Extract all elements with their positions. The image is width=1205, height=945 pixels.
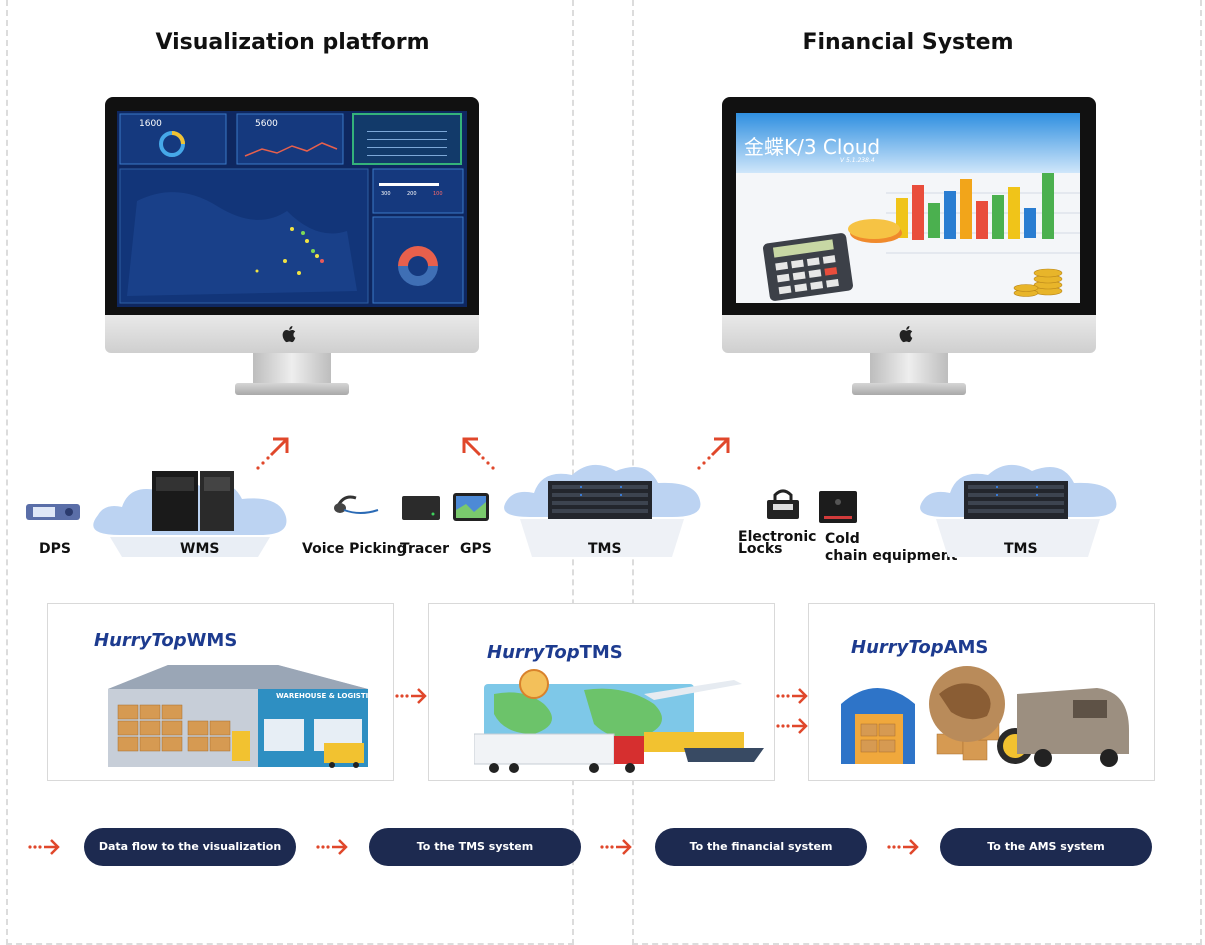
apple-logo-icon xyxy=(899,326,913,343)
arrow-right-icon xyxy=(316,839,348,855)
flow-pill-visualization: Data flow to the visualization platform xyxy=(84,828,296,891)
warehouse-building-sign: WAREHOUSE & LOGISTICS xyxy=(276,692,379,700)
tms-cloud-server-icon xyxy=(504,464,701,557)
tms-brand-logo: HurryTopTMS xyxy=(487,642,623,663)
flow-pill-ams: To the AMS system xyxy=(940,828,1152,866)
product-version: V 5.1.238.4 xyxy=(840,157,875,164)
ams-system-panel: HurryTopAMS xyxy=(808,603,1155,781)
visualization-monitor: 1600 5600 300 200 100 xyxy=(105,97,479,397)
wms-cloud-server-icon xyxy=(93,471,287,557)
arrow-right-icon xyxy=(395,688,427,704)
tracer-label: Tracer xyxy=(400,541,450,557)
tms-label-1: TMS xyxy=(588,541,622,557)
electronic-locks-label: Electronic Locks xyxy=(738,529,817,557)
stat-value-a: 300 xyxy=(381,191,391,197)
flow-pill-financial: To the financial system xyxy=(655,828,867,866)
tms-label-2: TMS xyxy=(1004,541,1038,557)
stat-value-c: 100 xyxy=(433,191,443,197)
arrow-right-icon xyxy=(776,718,808,734)
arrow-right-icon xyxy=(28,839,60,855)
financial-monitor: 金蝶K/3 Cloud V 5.1.238.4 xyxy=(722,97,1096,397)
arrow-right-icon xyxy=(600,839,632,855)
gps-device-icon xyxy=(453,493,489,521)
dps-device-icon xyxy=(26,504,80,520)
tms-system-panel: HurryTopTMS xyxy=(428,603,775,781)
arrow-right-icon xyxy=(887,839,919,855)
kpi-value-2: 5600 xyxy=(255,119,278,129)
stat-value-b: 200 xyxy=(407,191,417,197)
arrow-up-right-icon xyxy=(256,437,289,470)
arrow-up-left-icon xyxy=(462,437,495,470)
visualization-platform-title: Visualization platform xyxy=(155,30,430,55)
wms-label: WMS xyxy=(180,541,220,557)
financial-system-title: Financial System xyxy=(802,30,1014,55)
electronic-lock-icon xyxy=(767,489,799,519)
arrow-right-icon xyxy=(776,688,808,704)
wms-system-panel: HurryTopWMS WAREHOUSE & LOGISTICS xyxy=(47,603,394,781)
dps-label: DPS xyxy=(39,541,71,557)
product-name: 金蝶K/3 Cloud xyxy=(744,135,881,159)
transport-illustration xyxy=(474,669,764,773)
voice-picking-label: Voice Picking xyxy=(302,541,407,557)
wms-brand-logo: HurryTopWMS xyxy=(94,630,238,651)
tms-cloud-server-icon xyxy=(920,464,1117,557)
cold-chain-equipment-label: Cold chain equipment xyxy=(825,531,958,564)
tracer-device-icon xyxy=(402,496,440,520)
cold-chain-device-icon xyxy=(819,491,857,523)
gps-label: GPS xyxy=(460,541,492,557)
left-section-border xyxy=(6,0,574,945)
arrow-up-right-icon xyxy=(697,437,730,470)
voice-picking-headset-icon xyxy=(334,495,379,514)
ams-brand-logo: HurryTopAMS xyxy=(851,637,989,658)
kpi-value-1: 1600 xyxy=(139,119,162,129)
warehouse-illustration xyxy=(108,665,368,768)
visualization-dashboard-screen: 1600 5600 300 200 100 xyxy=(117,111,467,307)
apple-logo-icon xyxy=(282,326,296,343)
flow-pill-tms: To the TMS system xyxy=(369,828,581,866)
financial-software-screen: 金蝶K/3 Cloud V 5.1.238.4 xyxy=(736,113,1080,303)
assets-illustration xyxy=(841,666,1129,767)
